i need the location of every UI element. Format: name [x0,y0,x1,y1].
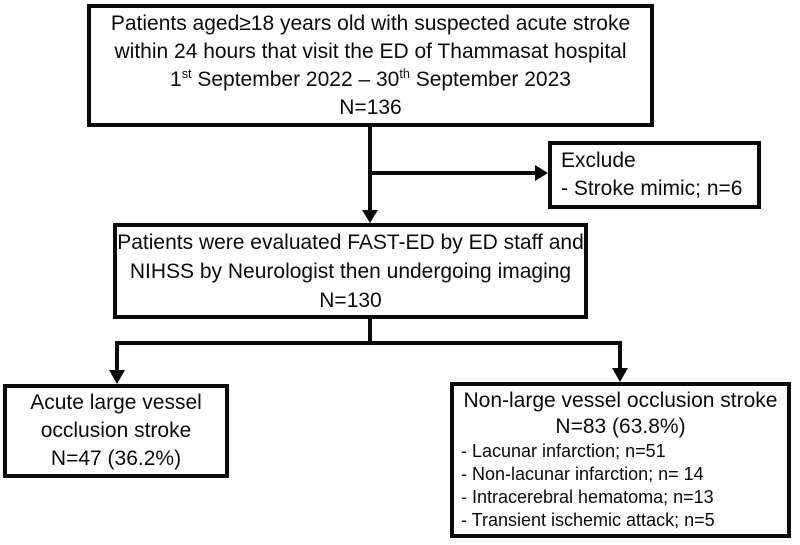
nonlvo-item-intracerebral-hematoma: - Intracerebral hematoma; n=13 [461,487,714,507]
evaluation-line2: NIHSS by Neurologist then undergoing ima… [129,259,572,283]
exclude-box: Exclude - Stroke mimic; n=6 [548,141,761,209]
lvo-n-count: N=47 (36.2%) [50,447,182,470]
nonlvo-item-lacunar: - Lacunar infarction; n=51 [461,441,666,461]
nonlvo-item-transient-ischemic-attack: - Transient ischemic attack; n=5 [461,510,715,530]
enrollment-line2: within 24 hours that visit the ED of Tha… [114,39,627,63]
nonlvo-n-count: N=83 (63.8%) [555,415,686,438]
lvo-stroke-box: Acute large vessel occlusion stroke N=47… [3,384,229,478]
evaluation-line1: Patients were evaluated FAST-ED by ED st… [117,230,584,254]
nonlvo-title: Non-large vessel occlusion stroke [463,389,778,412]
enrollment-line1: Patients aged≥18 years old with suspecte… [110,11,631,35]
lvo-line1: Acute large vessel [30,391,202,414]
arrowhead-evaluation [362,210,378,223]
exclude-item-stroke-mimic: - Stroke mimic; n=6 [561,177,743,200]
nonlvo-item-non-lacunar: - Non-lacunar infarction; n= 14 [461,464,704,484]
date-start-day: 1 [170,67,182,91]
date-start-suffix: st [181,66,192,81]
arrowhead-exclude [535,165,548,181]
evaluation-box: Patients were evaluated FAST-ED by ED st… [113,223,588,319]
enrollment-date-line: 1st September 2022 – 30th September 2023 [170,66,571,94]
nonlvo-subtype-list: - Lacunar infarction; n=51 - Non-lacunar… [454,440,787,532]
date-end: September 2023 [409,67,571,91]
arrowhead-lvo [109,370,125,384]
date-end-suffix: th [399,66,410,81]
lvo-line2: occlusion stroke [40,419,192,442]
enrollment-box: Patients aged≥18 years old with suspecte… [87,4,654,127]
evaluation-n-count: N=130 [319,288,382,312]
arrowhead-nonlvo [612,368,628,382]
enrollment-n-count: N=136 [339,95,402,119]
date-middle: September 2022 – 30 [191,67,400,91]
non-lvo-stroke-box: Non-large vessel occlusion stroke N=83 (… [450,382,791,538]
exclude-title: Exclude [561,149,636,172]
